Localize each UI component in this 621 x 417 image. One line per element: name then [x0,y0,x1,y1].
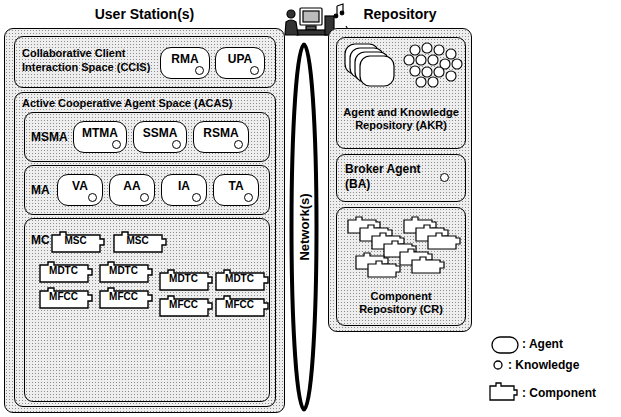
node-label: AA [110,179,154,193]
node-label: MC [31,233,50,247]
component-box: MDTC [39,261,93,283]
node-label: Network(s) [297,193,312,260]
agent-box: IA [161,174,207,206]
agent-box: TA [213,174,259,206]
legend-text: : Component [522,386,596,400]
agent-box: UPA [215,47,265,79]
knowledge-circle [140,193,149,202]
node-label: MA [31,183,50,197]
component-box: MFCC [99,287,153,309]
agent-box: RSMA [193,121,249,153]
msma-group: MSMA MTMA SSMA RSMA [24,112,270,162]
node-label: Repository [329,6,471,22]
knowledge-circle [112,140,121,149]
node-label: User Station(s) [5,6,284,22]
knowledge-circle [244,193,253,202]
node-label: MDTC [159,273,208,284]
ma-group: MA VA AA IA TA [24,165,270,215]
node-label: MFCC [99,291,148,302]
agent-box: VA [57,174,103,206]
node-label: MDTC [99,265,148,276]
component-box: MFCC [215,295,269,317]
acas-box: Active Cooperative Agent Space (ACAS) MSM… [14,92,276,407]
component-box: MDTC [159,269,213,291]
component-box: MSC [113,231,167,253]
component-box: MSC [51,231,105,253]
knowledge-circle [440,173,449,182]
node-label: Broker Agent (BA) [345,162,431,192]
knowledge-circle [88,193,97,202]
node-label: Component Repository (CR) [341,290,461,316]
node-label: MDTC [215,273,264,284]
node-label: Collaborative Client Interaction Space (… [22,46,162,74]
node-label: MDTC [39,265,88,276]
legend-text: : Knowledge [508,358,579,372]
ccis-box: Collaborative Client Interaction Space (… [14,36,276,88]
agent-box: AA [109,174,155,206]
node-label: MSC [113,235,162,246]
node-label: MSMA [31,130,68,144]
node-label: MFCC [215,299,264,310]
akr-outline [337,38,465,148]
node-label: MSC [51,235,100,246]
component-box: MDTC [99,261,153,283]
component-box: MFCC [159,295,213,317]
knowledge-circle [250,66,259,75]
node-label: Active Cooperative Agent Space (ACAS) [22,97,232,109]
node-label: SSMA [134,126,186,140]
akr-box: Agent and Knowledge Repository (AKR) [336,37,466,149]
component-box: MDTC [215,269,269,291]
knowledge-circle [192,193,201,202]
legend-text: : Agent [522,337,563,351]
broker-agent-box: Broker Agent (BA) [336,154,466,202]
node-label: IA [162,179,206,193]
component-repository-box: Component Repository (CR) [336,207,466,326]
node-label: RMA [161,52,209,66]
network-ellipse: Network(s) [289,42,319,412]
mc-group: MCMSCMSCMDTCMDTCMDTCMDTCMFCCMFCCMFCCMFCC [24,218,270,402]
node-label: VA [58,179,102,193]
repository-box: RepositoryAgent and Knowledge Repository… [328,28,472,332]
agent-box: RMA [160,47,210,79]
node-label: MFCC [159,299,208,310]
component-box: MFCC [39,287,93,309]
knowledge-circle [195,66,204,75]
user-station-box: User Station(s)Collaborative Client Inte… [4,28,285,413]
knowledge-circle [234,140,243,149]
knowledge-circle [172,140,181,149]
node-label: Agent and Knowledge Repository (AKR) [341,106,461,132]
node-label: MFCC [39,291,88,302]
agent-box: SSMA [133,121,187,153]
node-label: UPA [216,52,264,66]
agent-box: MTMA [73,121,127,153]
node-label: MTMA [74,126,126,140]
node-label: TA [214,179,258,193]
node-label: RSMA [194,126,248,140]
